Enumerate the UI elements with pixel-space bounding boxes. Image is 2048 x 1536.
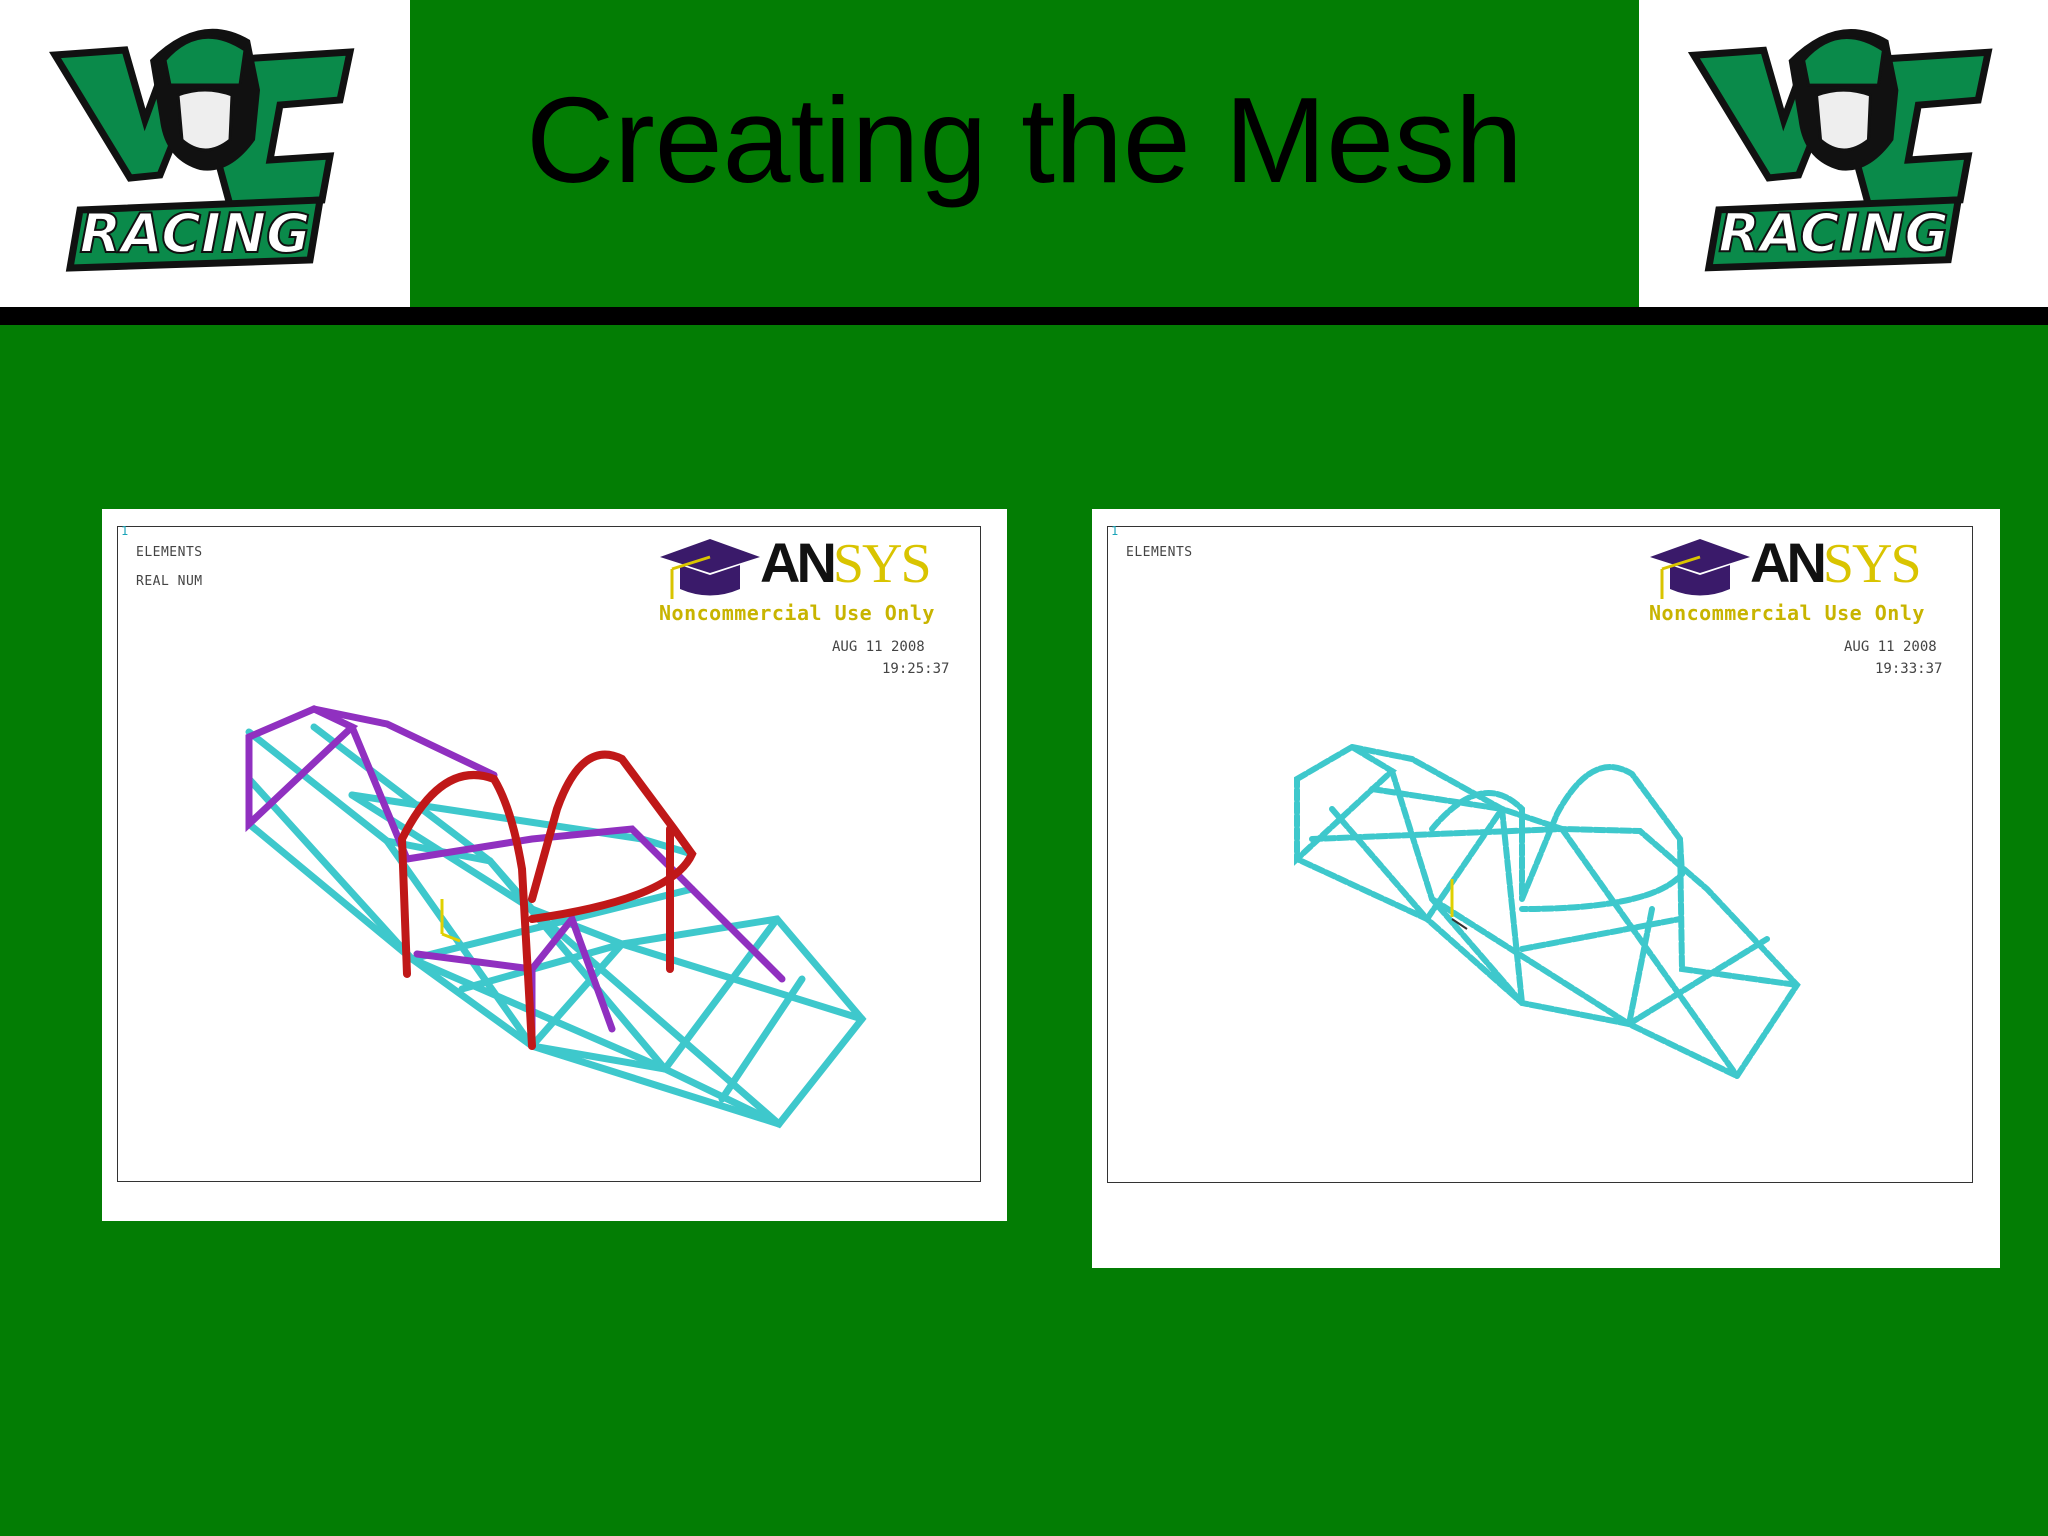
header-divider (0, 307, 2048, 325)
real-num-label: REAL NUM (136, 574, 203, 589)
time-stamp: 19:25:37 (882, 661, 950, 677)
logo-left-container: RACING (0, 0, 410, 307)
slide-title: Creating the Mesh (526, 72, 1523, 208)
svg-text:RACING: RACING (1718, 202, 1948, 265)
corner-number: 1 (1111, 524, 1119, 538)
noncommercial-label: Noncommercial Use Only (1649, 601, 1925, 625)
plot-frame (117, 526, 981, 1182)
ansys-brand: ANSYS (1750, 531, 1922, 595)
date-stamp: AUG 11 2008 (832, 639, 925, 655)
ansys-brand: ANSYS (760, 531, 932, 595)
date-stamp: AUG 11 2008 (1844, 639, 1937, 655)
elements-label: ELEMENTS (136, 545, 203, 560)
racing-logo-icon: RACING (49, 28, 355, 272)
elements-label: ELEMENTS (1126, 545, 1193, 560)
racing-logo-icon: RACING (1687, 29, 1993, 272)
mesh-figure-right: 1 ELEMENTS ANSYS Noncommercial Use Only … (1092, 509, 2000, 1268)
plot-frame (1107, 526, 1973, 1183)
frame-mesh-plot (1294, 743, 1801, 1080)
graduation-cap-icon (1650, 539, 1750, 599)
mesh-figure-left: 1 ELEMENTS REAL NUM ANSYS Noncommercial … (102, 509, 1007, 1221)
logo-right-container: RACING (1639, 0, 2048, 307)
time-stamp: 19:33:37 (1875, 661, 1943, 677)
svg-text:RACING: RACING (80, 202, 311, 265)
frame-mesh-plot (245, 705, 867, 1129)
graduation-cap-icon (660, 539, 760, 599)
corner-number: 1 (121, 524, 129, 538)
noncommercial-label: Noncommercial Use Only (659, 601, 935, 625)
slide-header: RACING Creating the Mesh RACING (0, 0, 2048, 307)
